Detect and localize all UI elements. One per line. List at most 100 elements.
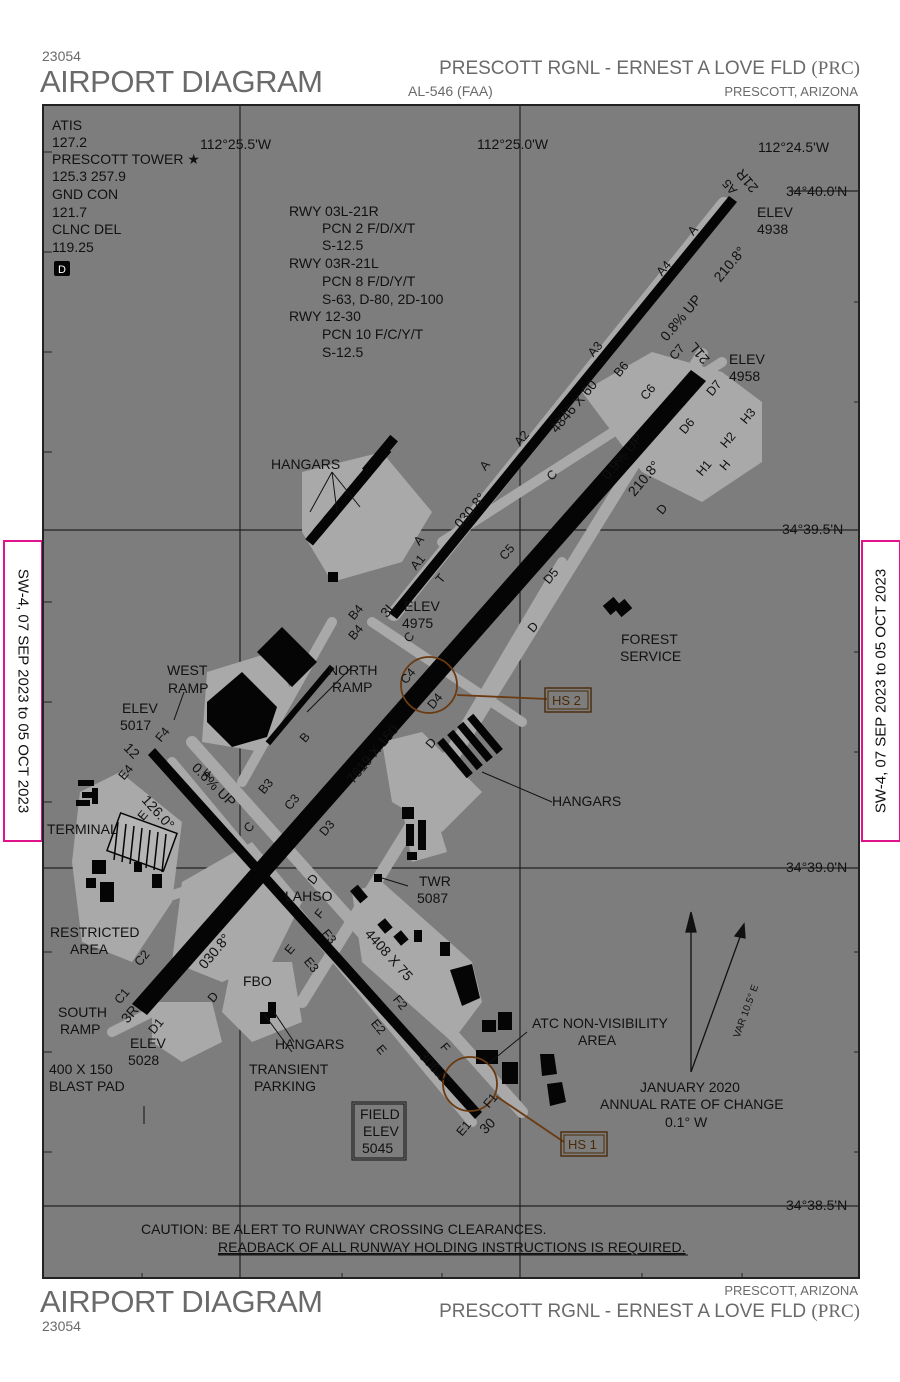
hot-spots xyxy=(400,656,565,1143)
label-rate-value: 0.1° W xyxy=(665,1114,708,1130)
label-hangars-south: HANGARS xyxy=(275,1036,344,1052)
chart-title: AIRPORT DIAGRAM xyxy=(40,64,323,99)
label-tower: TWR xyxy=(419,873,451,889)
label-restricted-area: RESTRICTED xyxy=(50,924,139,940)
label-west-ramp: WEST xyxy=(167,662,208,678)
label-blast-pad: 400 X 150 xyxy=(49,1061,113,1077)
elev-label: ELEV xyxy=(729,351,765,367)
hot-spot-label-hs1: HS 1 xyxy=(568,1137,597,1152)
caution-notice: CAUTION: BE ALERT TO RUNWAY CROSSING CLE… xyxy=(141,1221,688,1256)
elev-label: ELEV xyxy=(757,204,793,220)
label-magnetic-variation: VAR 10.5° E xyxy=(732,983,761,1039)
footer-airport-name-text: PRESCOTT RGNL - ERNEST A LOVE FLD xyxy=(439,1301,807,1322)
area-labels: HANGARS WEST RAMP NORTH RAMP FOREST SERV… xyxy=(47,456,784,1130)
taxiway-label: F4 xyxy=(153,725,173,745)
label-fbo: FBO xyxy=(243,973,272,989)
coordinates: 112°25.5'W 112°25.0'W 112°24.5'W 34°40.0… xyxy=(200,136,847,1213)
elev-label: ELEV xyxy=(130,1035,166,1051)
rwy-info-line: PCN 2 F/D/X/T xyxy=(322,220,416,236)
label-north-ramp: NORTH xyxy=(328,662,378,678)
label-transient-parking-2: PARKING xyxy=(254,1078,316,1094)
taxiway-label: B4 xyxy=(346,602,367,623)
tower-label: PRESCOTT TOWER ★ xyxy=(52,151,200,167)
label-forest-service-2: SERVICE xyxy=(620,648,681,664)
taxiway-label: T xyxy=(433,571,449,586)
label-restricted-area-2: AREA xyxy=(70,941,109,957)
elev-value: 5028 xyxy=(128,1052,159,1068)
runway-end-12: 12 xyxy=(121,739,143,761)
taxiway-label: D xyxy=(654,501,671,517)
taxiway-label: A xyxy=(477,457,494,473)
frequency-block: ATIS 127.2 PRESCOTT TOWER ★ 125.3 257.9 … xyxy=(52,117,200,276)
taxiway-label: B3 xyxy=(256,776,277,797)
leader-lines xyxy=(143,471,553,1124)
taxiway-label: C5 xyxy=(497,541,518,562)
taxiway-label: B xyxy=(297,730,313,745)
north-arrow xyxy=(685,911,746,1073)
elevations: ELEV 4938 ELEV 4958 ELEV 4975 ELEV 5017 … xyxy=(120,204,793,1068)
label-rate-title: ANNUAL RATE OF CHANGE xyxy=(600,1096,784,1112)
taxiway-label: B4 xyxy=(346,622,367,643)
buildings xyxy=(76,434,633,1106)
latitude-4: 34°38.5'N xyxy=(786,1197,847,1213)
taxiway-label: E xyxy=(373,1042,389,1057)
longitude-1: 112°25.5'W xyxy=(200,136,272,152)
hot-spot-hs1 xyxy=(442,1056,498,1112)
d-badge: D xyxy=(58,264,66,276)
taxiway-label: D3 xyxy=(317,817,338,838)
footer-airport-id: (PRC) xyxy=(811,1301,860,1322)
label-west-ramp-2: RAMP xyxy=(168,680,208,696)
heading-label: 210.8° xyxy=(710,243,748,284)
gnd-freq: 121.7 xyxy=(52,204,87,220)
validity-text-right: SW-4, 07 SEP 2023 to 05 OCT 2023 xyxy=(872,568,890,814)
chart-number: 23054 xyxy=(42,48,81,64)
label-atc-non-visibility-2: AREA xyxy=(578,1032,617,1048)
airport-city: PRESCOTT, ARIZONA xyxy=(724,84,858,99)
rwy-info-line: S-12.5 xyxy=(322,344,363,360)
taxiway-label: E xyxy=(282,942,298,957)
runway-gradient-03l: 0.8% UP xyxy=(657,291,705,344)
caution-line-2: READBACK OF ALL RUNWAY HOLDING INSTRUCTI… xyxy=(218,1239,686,1255)
latitude-2: 34°39.5'N xyxy=(782,521,843,537)
caution-line-1: CAUTION: BE ALERT TO RUNWAY CROSSING CLE… xyxy=(141,1221,547,1237)
label-forest-service: FOREST xyxy=(621,631,678,647)
terminal-building xyxy=(106,811,178,873)
taxiway-label: F xyxy=(437,1040,453,1055)
graticule-ticks xyxy=(44,151,858,1277)
footer-title: AIRPORT DIAGRAM xyxy=(40,1284,323,1319)
runway-03r-21l xyxy=(132,370,706,1015)
runway-info: RWY 03L-21R PCN 2 F/D/X/T S-12.5 RWY 03R… xyxy=(289,203,444,360)
label-north-ramp-2: RAMP xyxy=(332,679,372,695)
field-elevation-box: FIELD ELEV 5045 xyxy=(351,1101,407,1161)
elev-value: 5017 xyxy=(120,717,151,733)
taxiway-label: C xyxy=(241,819,258,835)
rwy-info-line: PCN 8 F/D/Y/T xyxy=(322,273,416,289)
airport-map-svg: ATIS 127.2 PRESCOTT TOWER ★ 125.3 257.9 … xyxy=(44,106,858,1277)
longitude-2: 112°25.0'W xyxy=(477,136,549,152)
tower-freq: 125.3 257.9 xyxy=(52,168,126,184)
label-transient-parking: TRANSIENT xyxy=(249,1061,329,1077)
taxiway-label: F xyxy=(312,906,328,921)
label-south-ramp-2: RAMP xyxy=(60,1021,100,1037)
airport-name-text: PRESCOTT RGNL - ERNEST A LOVE FLD xyxy=(439,58,807,79)
airport-map: ATIS 127.2 PRESCOTT TOWER ★ 125.3 257.9 … xyxy=(42,104,860,1279)
runway-12-30 xyxy=(148,748,482,1119)
label-south-ramp: SOUTH xyxy=(58,1004,107,1020)
longitude-3: 112°24.5'W xyxy=(758,139,830,155)
footer-chart-number: 23054 xyxy=(42,1318,81,1334)
elev-value: 4975 xyxy=(402,615,433,631)
atis-freq: 127.2 xyxy=(52,134,87,150)
field-elev-label: FIELD xyxy=(360,1106,400,1122)
elev-value: 4958 xyxy=(729,368,760,384)
atis-label: ATIS xyxy=(52,117,82,133)
rwy-info-line: RWY 03L-21R xyxy=(289,203,379,219)
airport-id: (PRC) xyxy=(811,58,860,79)
chart-id: AL-546 (FAA) xyxy=(408,83,493,99)
clnc-label: CLNC DEL xyxy=(52,221,121,237)
gnd-label: GND CON xyxy=(52,186,118,202)
latitude-3: 34°39.0'N xyxy=(786,859,847,875)
taxiways xyxy=(107,197,747,1127)
taxiway-label: C3 xyxy=(282,791,303,812)
latitude-1: 34°40.0'N xyxy=(786,183,847,199)
label-lahso: LAHSO xyxy=(285,888,333,904)
